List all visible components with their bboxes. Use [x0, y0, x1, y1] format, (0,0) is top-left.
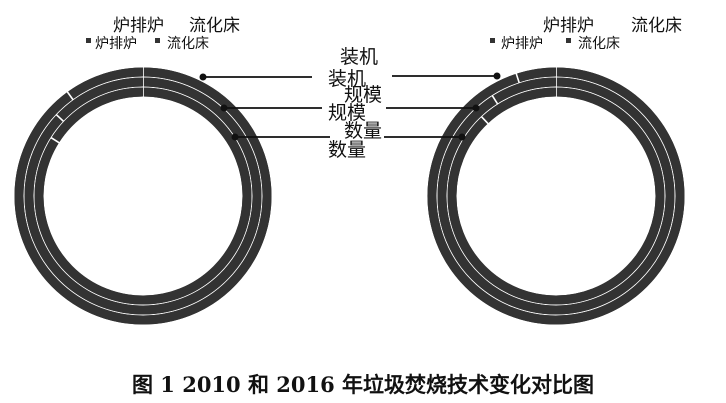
legend-right-label-1: 炉排炉: [501, 36, 543, 52]
slice-separator: [66, 91, 74, 101]
center-label-2: 装机: [328, 68, 366, 90]
donut-slice-fluidized-bed: [481, 87, 557, 124]
legend-right-header-2: 流化床: [631, 16, 682, 36]
donut-slice-grate-furnace: [24, 77, 262, 315]
figure-caption: 图 1 2010 和 2016 年垃圾焚烧技术变化对比图: [132, 372, 594, 397]
legend-right: 炉排炉 流化床 炉排炉 流化床: [490, 16, 682, 52]
legend-left: 炉排炉 流化床 炉排炉 流化床: [86, 16, 240, 52]
leader-dot-right-inner: [458, 133, 466, 141]
center-label-5: 数量: [344, 120, 382, 142]
donut-slice-grate-furnace: [447, 87, 665, 305]
center-label-6: 数量: [328, 139, 366, 161]
donut-slice-grate-furnace: [34, 87, 252, 305]
legend-left-label-1: 炉排炉: [95, 36, 137, 52]
donut-slice-grate-furnace: [437, 77, 675, 315]
legend-right-swatch-1: [490, 38, 495, 43]
legend-left-swatch-1: [86, 38, 91, 43]
donut-slice-grate-furnace: [427, 67, 685, 325]
legend-right-label-2: 流化床: [578, 36, 620, 52]
leader-dot-left-outer: [199, 73, 207, 81]
center-label-3: 规模: [344, 84, 382, 106]
donut-slice-fluidized-bed: [67, 67, 144, 100]
leader-dot-left-middle: [220, 104, 228, 112]
legend-left-header-2: 流化床: [189, 16, 240, 36]
donut-slice-fluidized-bed: [492, 77, 557, 104]
leader-dot-left-inner: [231, 133, 239, 141]
legend-left-header-1: 炉排炉: [113, 16, 164, 36]
slice-separator: [55, 113, 65, 122]
leader-dots: [199, 72, 501, 141]
legend-right-header-1: 炉排炉: [543, 16, 594, 36]
donut-slice-grate-furnace: [14, 67, 272, 325]
donut-chart-2010: [14, 67, 272, 325]
slice-separator: [480, 115, 489, 125]
donut-slice-fluidized-bed: [56, 77, 144, 122]
slice-separator: [50, 136, 60, 144]
leader-lines: [203, 75, 497, 138]
slice-separator: [491, 95, 499, 105]
center-label-4: 规模: [328, 102, 366, 124]
legend-right-swatch-2: [566, 38, 571, 43]
donut-slice-fluidized-bed: [516, 67, 557, 83]
donut-chart-2016: [427, 67, 685, 325]
legend-left-label-2: 流化床: [167, 36, 209, 52]
leader-dot-right-outer: [493, 72, 501, 80]
leader-dot-right-middle: [472, 104, 480, 112]
legend-left-swatch-2: [155, 38, 160, 43]
slice-separator: [515, 73, 520, 84]
donut-slice-fluidized-bed: [51, 87, 144, 143]
center-label-1: 装机: [340, 46, 378, 68]
